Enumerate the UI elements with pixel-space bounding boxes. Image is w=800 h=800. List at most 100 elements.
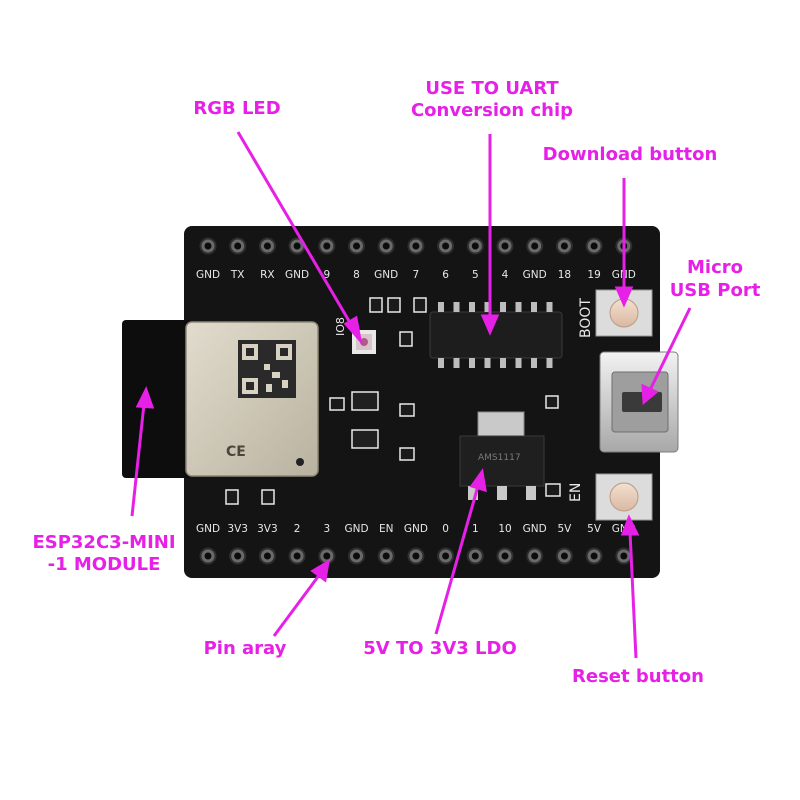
callout-uart-line2: Conversion chip	[410, 100, 574, 121]
top-pin-center	[382, 242, 390, 250]
boot-label: BOOT	[578, 298, 594, 338]
chip-leg	[438, 358, 444, 368]
callout-module-line2: -1 MODULE	[47, 554, 161, 575]
top-pin-center	[590, 242, 598, 250]
chip-leg	[531, 358, 537, 368]
uart-chip	[429, 302, 563, 368]
bottom-pin-center	[323, 552, 331, 560]
bottom-pin-label: GND	[523, 523, 547, 535]
top-pin-label: 19	[587, 269, 600, 281]
top-pin-center	[263, 242, 271, 250]
bottom-pin-center	[471, 552, 479, 560]
top-pin-label: GND	[285, 269, 309, 281]
bottom-pin-center	[531, 552, 539, 560]
chip-leg	[515, 358, 522, 368]
module-mark: CE	[226, 444, 246, 460]
chip-leg	[453, 358, 460, 368]
chip-leg	[453, 302, 460, 312]
micro-usb-port[interactable]	[599, 351, 679, 453]
bottom-pin-center	[293, 552, 301, 560]
bottom-pin-center	[412, 552, 420, 560]
top-pin-center	[323, 242, 331, 250]
top-pin-label: TX	[230, 269, 245, 281]
top-pin-label: 4	[502, 269, 509, 281]
callout-uart-line1: USE TO UART	[425, 78, 559, 99]
top-pin-center	[293, 242, 301, 250]
bottom-pin-label: 1	[472, 523, 479, 535]
module-antenna-area	[122, 320, 192, 478]
ldo-marking: AMS1117	[478, 453, 521, 463]
bottom-pin-label: 10	[498, 523, 511, 535]
top-pin-label: 18	[558, 269, 571, 281]
top-pin-label: 9	[323, 269, 330, 281]
chip-leg	[469, 358, 475, 368]
chip-leg	[438, 302, 444, 312]
chip-leg	[484, 302, 491, 312]
bottom-pin-center	[501, 552, 509, 560]
callout-pin-array: Pin aray	[203, 638, 287, 659]
bottom-pin-label: GND	[404, 523, 428, 535]
chip-leg	[515, 302, 522, 312]
callout-rgb-led: RGB LED	[193, 98, 281, 119]
bottom-pin-label: 3V3	[227, 523, 248, 535]
callout-arrows	[130, 131, 692, 659]
bottom-pin-center	[234, 552, 242, 560]
top-pin-center	[353, 242, 360, 250]
callout-module-line1: ESP32C3-MINI	[32, 532, 176, 553]
smd-components	[225, 297, 561, 505]
bottom-pin-label: 0	[442, 523, 449, 535]
top-pin-label: 7	[413, 269, 420, 281]
chip-leg	[546, 302, 553, 312]
chip-leg	[500, 358, 506, 368]
module-qr-code-icon	[238, 340, 296, 398]
bottom-pin-label: EN	[379, 523, 394, 535]
top-pin-center	[412, 242, 420, 250]
chip-leg	[484, 358, 491, 368]
callout-micro-usb-line2: USB Port	[669, 280, 761, 301]
bottom-pin-center	[353, 552, 360, 560]
en-label: EN	[568, 483, 584, 502]
reset-button[interactable]	[595, 473, 653, 521]
top-pin-center	[560, 242, 568, 250]
bottom-pin-center	[382, 552, 390, 560]
bottom-pin-label: 3	[323, 523, 330, 535]
transistors	[351, 391, 379, 449]
chip-leg	[500, 302, 506, 312]
top-pin-label: RX	[260, 269, 275, 281]
top-pin-center	[531, 242, 539, 250]
bottom-pin-label: GND	[196, 523, 220, 535]
top-pin-label: GND	[374, 269, 398, 281]
top-pin-center	[442, 242, 450, 250]
bottom-pin-center	[204, 552, 212, 560]
chip-leg	[469, 302, 475, 312]
callout-micro-usb-line1: Micro	[687, 257, 743, 278]
bottom-pin-center	[590, 552, 598, 560]
bottom-pin-center	[263, 552, 271, 560]
bottom-pin-center	[442, 552, 450, 560]
top-pin-center	[204, 242, 212, 250]
bottom-pin-center	[620, 552, 628, 560]
top-pin-center	[471, 242, 479, 250]
bottom-pin-center	[560, 552, 568, 560]
callout-reset-button: Reset button	[572, 666, 704, 687]
ldo-regulator	[459, 411, 545, 500]
bottom-pin-label: 3V3	[257, 523, 278, 535]
callout-download-button: Download button	[542, 144, 718, 165]
module-dot	[296, 458, 304, 466]
bottom-pin-label: 5V	[557, 523, 572, 535]
top-pin-label: GND	[196, 269, 220, 281]
callout-ldo: 5V TO 3V3 LDO	[363, 638, 517, 659]
chip-leg	[546, 358, 553, 368]
io8-label: IO8	[334, 317, 347, 336]
bottom-pin-label: 5V	[587, 523, 602, 535]
top-pin-label: 5	[472, 269, 479, 281]
bottom-pin-label: 2	[294, 523, 301, 535]
top-pin-label: 8	[353, 269, 360, 281]
top-pin-label: 6	[442, 269, 449, 281]
chip-leg	[531, 302, 537, 312]
top-pin-center	[234, 242, 242, 250]
bottom-pin-label: GND	[344, 523, 368, 535]
top-pin-center	[501, 242, 509, 250]
